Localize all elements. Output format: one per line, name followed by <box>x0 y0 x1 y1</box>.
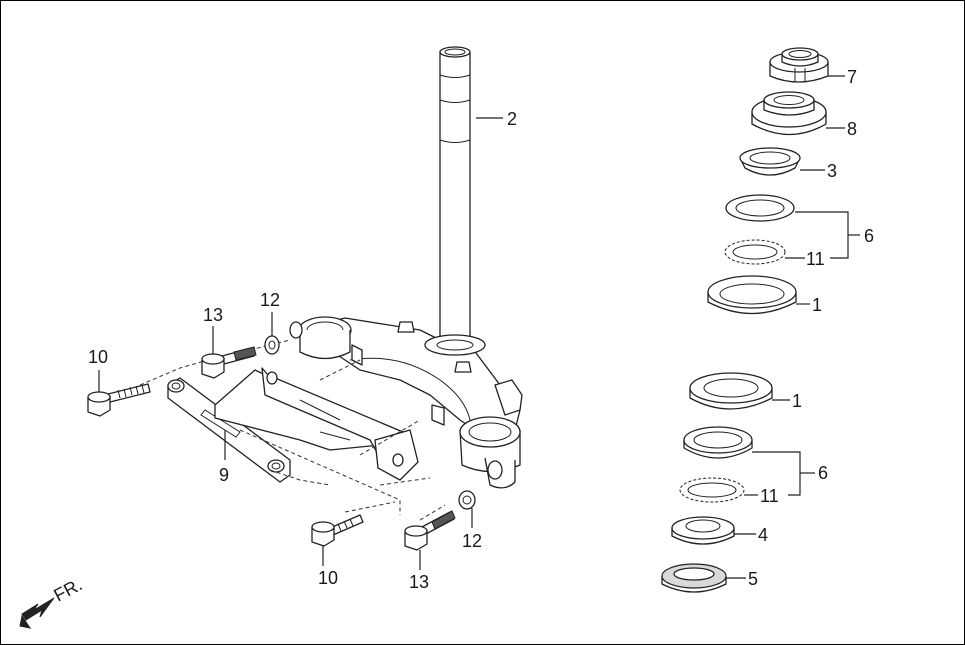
steering-stem <box>289 46 523 489</box>
callout-10-bottom: 10 <box>318 568 338 588</box>
bolt-10-left <box>87 383 151 417</box>
leader-lines <box>98 75 860 579</box>
front-direction-arrow: FR. <box>19 574 85 629</box>
callout-12-bottom: 12 <box>462 531 482 551</box>
callout-10-left: 10 <box>88 347 108 367</box>
callout-13-top: 13 <box>203 305 223 325</box>
dust-seal-part-5 <box>661 563 727 593</box>
front-label: FR. <box>50 574 85 605</box>
bolt-13-bottom <box>404 510 456 551</box>
callout-6-top: 6 <box>864 226 874 246</box>
ball-ring-part-11-bottom <box>679 477 745 503</box>
washer-12-top <box>264 335 280 355</box>
cone-race-part-3 <box>739 147 801 176</box>
callout-11-top: 11 <box>806 249 825 269</box>
callout-13-bottom: 13 <box>409 572 429 592</box>
washer-12-bottom <box>458 490 476 510</box>
callout-2: 2 <box>507 109 517 129</box>
callout-1-bottom: 1 <box>792 391 802 411</box>
callout-7: 7 <box>847 67 857 87</box>
callout-1-top: 1 <box>812 295 822 315</box>
lock-nut-part-7 <box>769 47 829 83</box>
arrow-left-down-icon <box>19 597 55 629</box>
callout-11-bottom: 11 <box>760 486 779 506</box>
ball-ring-part-11-top <box>724 239 786 265</box>
callout-3: 3 <box>827 161 837 181</box>
callout-5: 5 <box>748 569 758 589</box>
bolt-10-bottom <box>311 514 364 547</box>
callout-6-bottom: 6 <box>818 463 828 483</box>
ball-race-part-6-top <box>725 194 795 222</box>
top-nut-part-8 <box>751 91 827 136</box>
bracket-part-9 <box>167 367 419 483</box>
cone-race-part-4 <box>671 516 735 545</box>
callout-9: 9 <box>219 465 229 485</box>
alignment-lines <box>139 339 446 521</box>
callout-12-top: 12 <box>260 290 280 310</box>
ball-race-part-6-bottom <box>683 426 753 459</box>
outer-race-part-1-bottom <box>689 372 773 410</box>
callout-8: 8 <box>847 119 857 139</box>
outer-race-part-1-top <box>707 275 797 315</box>
callout-labels: 2 7 8 3 6 11 1 1 6 11 4 5 12 13 10 9 12 … <box>88 67 874 592</box>
bolt-13-top <box>201 346 257 379</box>
callout-4: 4 <box>758 525 768 545</box>
